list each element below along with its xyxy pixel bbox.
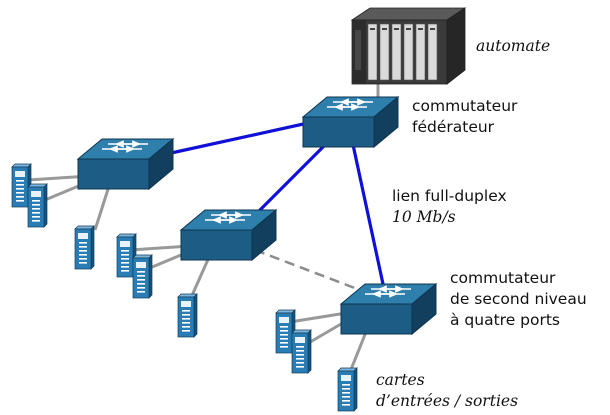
federator-label-line2: fédérateur <box>412 118 495 136</box>
federator-switch-icon <box>302 96 399 148</box>
io-cards-label-line1: cartes <box>376 371 425 389</box>
second-level-label-line3: à quatre ports <box>450 311 561 329</box>
switch-middle-icon <box>180 209 277 261</box>
dashed-link <box>254 248 361 292</box>
automate-label: automate <box>476 37 551 55</box>
io-card-icon <box>27 183 48 228</box>
federator-label-line1: commutateur <box>412 97 518 115</box>
io-card-icon <box>132 254 153 299</box>
plc-automate-icon <box>350 7 467 85</box>
second-level-label-line1: commutateur <box>450 269 556 287</box>
full-duplex-links <box>161 121 385 285</box>
io-cards-label-line2: d’entrées / sorties <box>376 392 519 410</box>
link-label-line1: lien full-duplex <box>392 187 507 205</box>
io-card-icon <box>337 367 358 412</box>
io-card-icon <box>177 293 198 338</box>
io-card-icon <box>291 329 312 374</box>
io-card-icon <box>74 225 95 270</box>
switch-second-level-icon <box>340 283 437 335</box>
switch-left-icon <box>77 138 174 190</box>
link-label-line2: 10 Mb/s <box>392 208 456 226</box>
second-level-label-line2: de second niveau <box>450 290 587 308</box>
